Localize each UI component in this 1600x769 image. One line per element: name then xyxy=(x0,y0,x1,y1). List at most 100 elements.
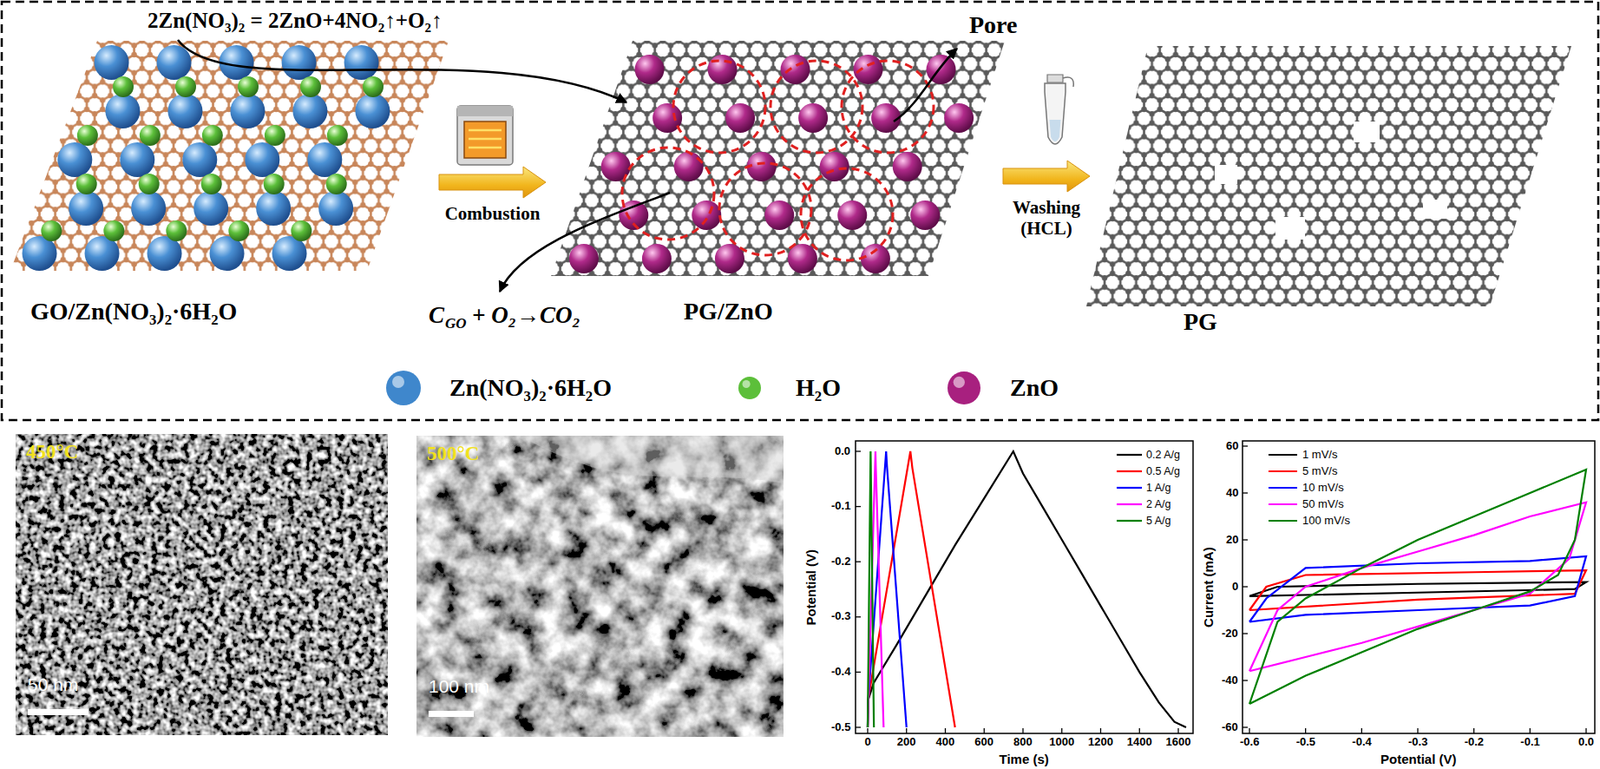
arrow-label: Washing (HCL) xyxy=(1003,196,1090,239)
dashed-border xyxy=(1,1,1599,420)
legend-swatch xyxy=(1268,453,1298,456)
tick-mark xyxy=(1242,632,1248,634)
zinc-nitrate-ball xyxy=(157,45,192,80)
tick-mark xyxy=(855,671,861,673)
furnace-panel xyxy=(457,105,513,117)
tick-mark xyxy=(1248,727,1250,734)
heating-coil xyxy=(468,137,502,141)
water-ball xyxy=(103,220,125,242)
tick-mark xyxy=(1061,727,1063,734)
legend-swatch xyxy=(738,376,761,400)
legend-text: 1 mV/s xyxy=(1302,448,1338,462)
legend-swatch xyxy=(1116,453,1142,456)
tick-mark xyxy=(866,727,868,734)
tick-mark xyxy=(983,727,985,734)
sem-texture xyxy=(416,435,784,737)
cv-curve xyxy=(1249,502,1587,671)
scale-label: 50 nm xyxy=(27,674,79,696)
tick-label: -0.2 xyxy=(1464,735,1484,749)
plot-frame xyxy=(1242,440,1595,734)
zno-ball xyxy=(787,243,818,274)
water-ball xyxy=(112,76,134,98)
pore-circle xyxy=(800,168,893,261)
pore-circle xyxy=(841,60,934,153)
tick-label: 60 xyxy=(1226,439,1239,453)
tick-mark xyxy=(1242,679,1248,681)
tick-label: 200 xyxy=(897,735,917,749)
tick-label: 600 xyxy=(974,735,994,749)
tick-label: 1600 xyxy=(1166,735,1192,749)
water-ball xyxy=(264,124,286,146)
furnace-icon xyxy=(457,105,513,165)
tick-label: 1200 xyxy=(1088,735,1114,749)
process-arrow xyxy=(1003,160,1090,192)
tick-mark xyxy=(1361,727,1363,734)
pore-circle xyxy=(770,60,863,153)
callout-label: Pore xyxy=(969,11,1017,40)
zno-ball xyxy=(819,151,850,182)
stage-label: PG xyxy=(1183,308,1218,336)
stage-label: PG/ZnO xyxy=(683,297,774,326)
sample-edge xyxy=(520,435,784,484)
tick-mark xyxy=(944,727,946,734)
tick-mark xyxy=(1139,727,1141,734)
tick-label: -0.6 xyxy=(1239,735,1260,749)
zinc-nitrate-ball xyxy=(354,93,390,129)
legend-text: Zn(NO₃)₂·6H₂O xyxy=(449,373,612,402)
zno-ball xyxy=(780,54,811,85)
legend-text: 5 mV/s xyxy=(1302,465,1338,479)
tick-label: 1400 xyxy=(1127,735,1153,749)
zinc-nitrate-ball xyxy=(94,45,130,80)
axis-title: Time (s) xyxy=(999,751,1050,767)
tick-mark xyxy=(1585,727,1587,734)
tick-mark xyxy=(1242,538,1248,540)
tick-mark xyxy=(1022,727,1023,734)
gcd-curve xyxy=(867,451,884,728)
lattice-pore xyxy=(1422,199,1448,219)
zinc-nitrate-ball xyxy=(167,93,203,129)
scale-label: 100 nm xyxy=(428,675,490,697)
zno-ball xyxy=(892,151,923,182)
tick-label: -0.5 xyxy=(831,721,851,735)
zinc-nitrate-ball xyxy=(147,236,183,271)
zno-ball xyxy=(569,243,599,274)
legend-text: 100 mV/s xyxy=(1302,514,1351,528)
formula-text: C xyxy=(428,301,445,329)
porous-graphene-sheet xyxy=(550,40,1005,276)
temperature-label: 500°C xyxy=(426,442,479,466)
formula-subscript: GO xyxy=(445,314,467,333)
legend-text: 0.2 A/g xyxy=(1146,448,1181,461)
gcd-curve xyxy=(867,451,1187,728)
tick-label: 0.0 xyxy=(1578,735,1594,749)
legend-text: 1 A/g xyxy=(1146,481,1172,494)
tick-label: 0.0 xyxy=(834,445,851,459)
water-ball xyxy=(138,173,160,195)
axis-title: Current (mA) xyxy=(1200,546,1215,628)
zno-ball xyxy=(764,200,794,230)
tick-label: -40 xyxy=(1221,674,1239,688)
zno-ball xyxy=(691,200,722,230)
sem-image: 500°C 100 nm xyxy=(416,435,784,737)
tick-label: 20 xyxy=(1226,533,1239,547)
water-ball xyxy=(175,76,197,98)
legend-text: ZnO xyxy=(1009,373,1059,402)
tick-label: 0 xyxy=(1232,580,1239,594)
water-ball xyxy=(76,173,98,195)
gcd-curve xyxy=(867,451,874,728)
zinc-nitrate-ball xyxy=(119,142,155,178)
tick-label: 800 xyxy=(1013,735,1033,749)
zinc-nitrate-ball xyxy=(244,142,280,178)
legend-swatch xyxy=(1116,470,1142,473)
water-ball xyxy=(202,124,223,146)
tick-mark xyxy=(1242,491,1248,493)
zinc-nitrate-ball xyxy=(272,236,308,271)
legend-swatch xyxy=(1268,486,1298,489)
ball-highlight xyxy=(953,376,965,388)
sem-image: 450°C50 nm xyxy=(15,433,388,735)
leader-arrow xyxy=(893,48,958,122)
zinc-nitrate-ball xyxy=(229,93,265,129)
zinc-nitrate-ball xyxy=(344,45,380,80)
tick-mark xyxy=(855,505,861,507)
zinc-nitrate-ball xyxy=(104,93,140,129)
